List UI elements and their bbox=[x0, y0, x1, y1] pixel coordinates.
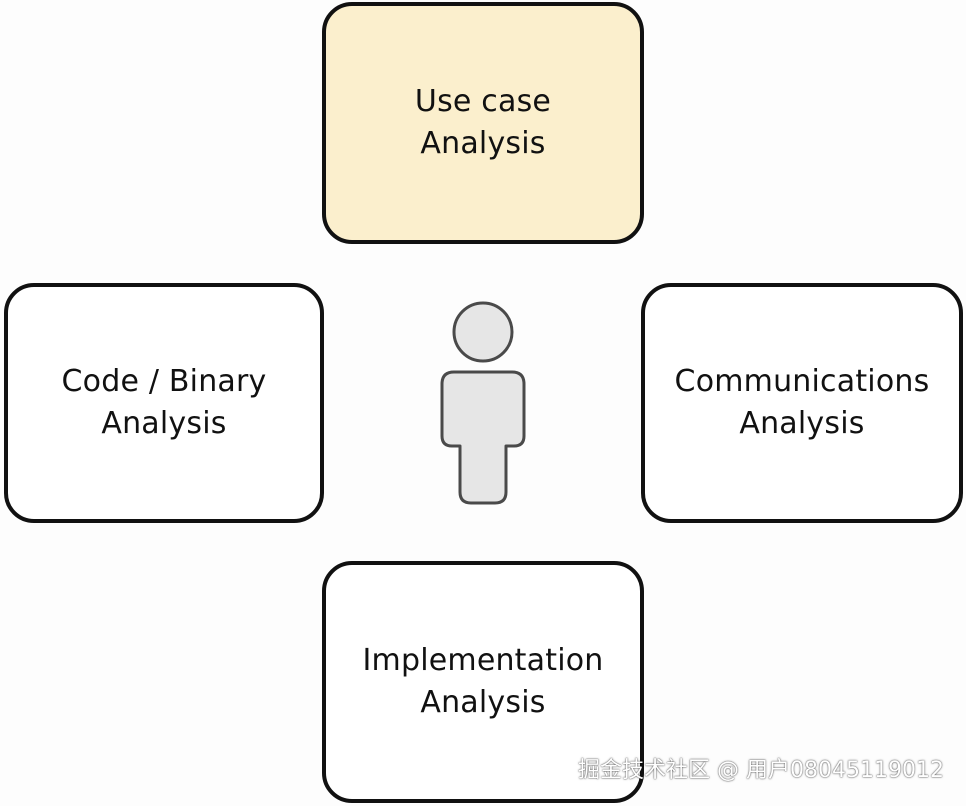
use-case-analysis-box: Use case Analysis bbox=[322, 2, 644, 244]
person-body bbox=[440, 370, 526, 505]
watermark-text: 掘金技术社区 @ 用户08045119012 bbox=[578, 758, 944, 783]
person-head bbox=[452, 301, 514, 363]
communications-analysis-box: Communications Analysis bbox=[641, 283, 963, 523]
code-binary-analysis-box: Code / Binary Analysis bbox=[4, 283, 324, 523]
use-case-analysis-label: Use case Analysis bbox=[414, 84, 552, 161]
code-binary-analysis-label: Code / Binary Analysis bbox=[61, 364, 267, 441]
implementation-analysis-label: Implementation Analysis bbox=[362, 643, 604, 720]
communications-analysis-label: Communications Analysis bbox=[674, 364, 930, 441]
implementation-analysis-box: Implementation Analysis bbox=[322, 561, 644, 803]
person-icon bbox=[440, 301, 526, 505]
